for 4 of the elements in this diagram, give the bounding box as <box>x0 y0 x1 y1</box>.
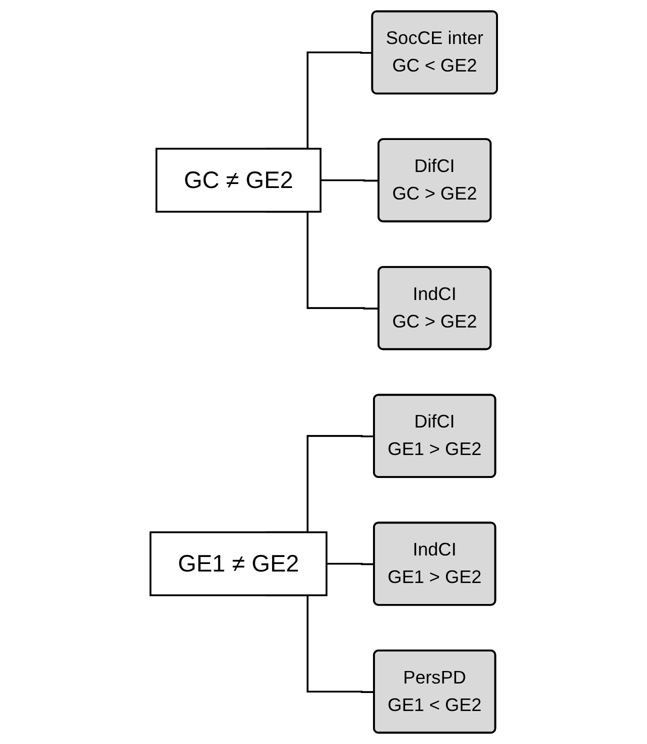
node-box: GC ≠ GE2 <box>155 148 322 213</box>
node-box: GE1 ≠ GE2 <box>149 531 328 596</box>
connector <box>326 562 374 566</box>
connector <box>320 179 379 182</box>
